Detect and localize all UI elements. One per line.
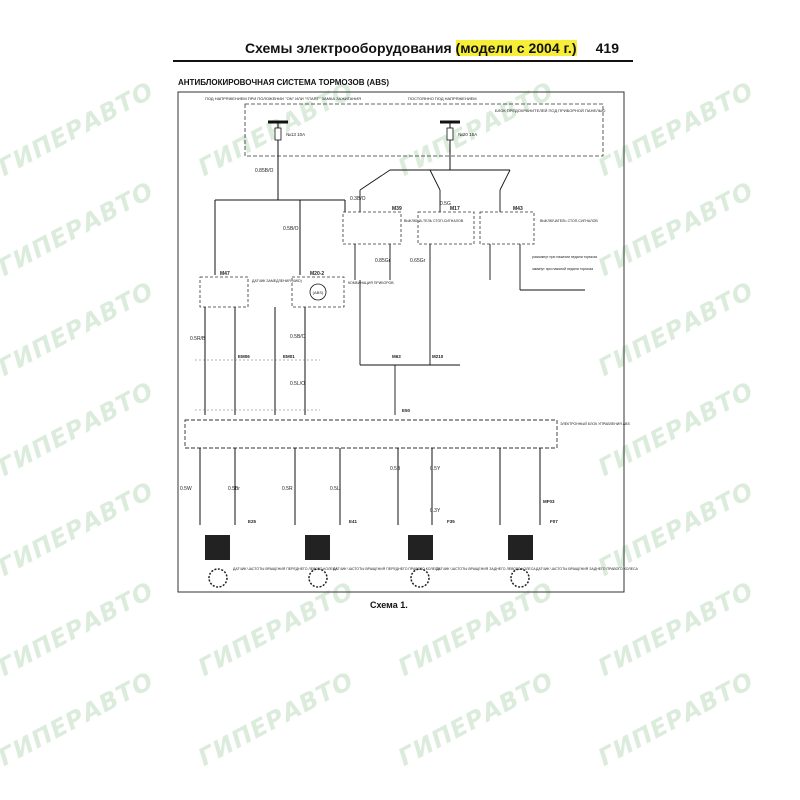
switch-m39-desc: ВЫКЛЮЧА-ТЕЛЬ СТОП-СИГНАЛОВ [404, 219, 464, 223]
switch-m43-desc: ВЫКЛЮЧАТЕЛЬ СТОП-СИГНАЛОВ [540, 219, 598, 223]
module-m47-desc: ДАТЧИК ЗАМЕДЛЕНИЯ (4WD) [252, 279, 302, 283]
fuse-box-const-label: ПОСТОЯННО ПОД НАПРЯЖЕНИЕМ [408, 96, 477, 101]
switch-m43-label: M43 [513, 206, 523, 212]
module-m20-box [291, 276, 345, 308]
fuse-right [446, 127, 454, 141]
sensor-fl-label: ДАТЧИК ЧАСТОТЫ ВРАЩЕНИЯ ПЕРЕДНЕГО ЛЕВОГО… [233, 567, 338, 571]
switch-m39-box [342, 211, 402, 245]
wire-label: 0.5G [440, 201, 451, 207]
switch-m39-label: M39 [392, 206, 402, 212]
connector-e41: E41 [349, 519, 358, 524]
wire-label: 0.5R/B [190, 336, 206, 342]
wire-labels: 0.85B/O 0.5B/O 0.3B/O 0.5R/B 0.5B/O 0.5L/O 0.8… [180, 168, 451, 514]
connector-m63: M63 [392, 354, 401, 359]
module-m47-label: M47 [220, 271, 230, 277]
abs-warning-lamp [309, 283, 327, 301]
module-m20-label: M20-2 [310, 271, 324, 277]
fuse-left-label: №13 10А [286, 132, 305, 137]
legend-b: замкнут при нажатой педали тормоза [532, 267, 593, 271]
diagram-caption: Схема 1. [370, 600, 408, 610]
wire-label: 0.5W [180, 486, 192, 492]
diagram-frame [177, 91, 625, 593]
wire-label: 0.5B/O [290, 334, 306, 340]
abs-lamp-label: (ABS) [313, 290, 324, 295]
fuse-box-ign-label: ПОД НАПРЯЖЕНИЕМ ПРИ ПОЛОЖЕНИИ ''ON'' ИЛИ… [205, 96, 361, 101]
wire-label: 0.3Y [430, 508, 441, 514]
header-rule [173, 60, 633, 62]
fuse-left [274, 127, 282, 141]
connector-f35: F35 [447, 519, 455, 524]
sensor-front-right [305, 535, 330, 588]
page-header: Схемы электрооборудования (модели с 2004… [173, 38, 633, 62]
page-title: Схемы электрооборудования (модели с 2004… [245, 40, 577, 56]
page-title-highlight: (модели с 2004 г.) [455, 40, 577, 56]
sensor-rl-label: ДАТЧИК ЧАСТОТЫ ВРАЩЕНИЯ ЗАДНЕГО ЛЕВОГО К… [436, 567, 536, 571]
legend-a: разомкнут при нажатии педали тормоза [532, 255, 597, 259]
wire-label: 0.5Y [430, 466, 441, 472]
page-title-prefix: Схемы электрооборудования [245, 40, 452, 56]
sensor-fr-label: ДАТЧИК ЧАСТОТЫ ВРАЩЕНИЯ ПЕРЕДНЕГО ПРАВОГ… [333, 567, 440, 571]
module-m20-desc: КОМБИНАЦИЯ ПРИБОРОВ [348, 281, 394, 285]
switch-m17-box [417, 211, 475, 245]
wire-label: 0.5B/O [283, 226, 299, 232]
wire-label: 0.85Gr [375, 258, 391, 264]
connector-em01: EM01 [283, 354, 295, 359]
abs-ecu-box [184, 419, 558, 449]
wire-label: 0.5R [282, 486, 293, 492]
fuse-box [244, 103, 604, 157]
wire-label: 0.5L [330, 486, 340, 492]
wire-label: 0.5Br [228, 486, 240, 492]
page-number: 419 [595, 40, 619, 56]
wire-label: 0.3B/O [350, 196, 366, 202]
wire-label: 0.85B/O [255, 168, 273, 174]
connector-mf03: MF03 [543, 499, 555, 504]
switch-m43-box [479, 211, 535, 245]
fuse-box-desc: БЛОК ПРЕДОХРАНИТЕЛЕЙ ПОД ПРИБОРНОЙ ПАНЕЛ… [495, 108, 605, 113]
module-m47-box [199, 276, 249, 308]
connector-m210: M210 [432, 354, 444, 359]
ecu-label: ЭЛЕКТРОННЫЙ БЛОК УПРАВЛЕНИЯ ABS [560, 422, 630, 426]
connector-e25: E25 [248, 519, 257, 524]
diagram-title: АНТИБЛОКИРОВОЧНАЯ СИСТЕМА ТОРМОЗОВ (ABS) [178, 78, 389, 87]
switch-m17-label: M17 [450, 206, 460, 212]
sensor-front-left [205, 535, 230, 588]
sensor-rr-label: ДАТЧИК ЧАСТОТЫ ВРАЩЕНИЯ ЗАДНЕГО ПРАВОГО … [536, 567, 639, 571]
wire-label: 0.5B [390, 466, 401, 472]
fuse-right-label: №20 15А [458, 132, 477, 137]
connector-e50: E50 [402, 408, 411, 413]
connector-em06: EM06 [238, 354, 250, 359]
sensor-rear-right [508, 535, 533, 588]
connector-f07: F07 [550, 519, 558, 524]
wire-label: 0.65Gr [410, 258, 426, 264]
wire-label: 0.5L/O [290, 381, 305, 387]
sensor-rear-left [408, 535, 433, 588]
